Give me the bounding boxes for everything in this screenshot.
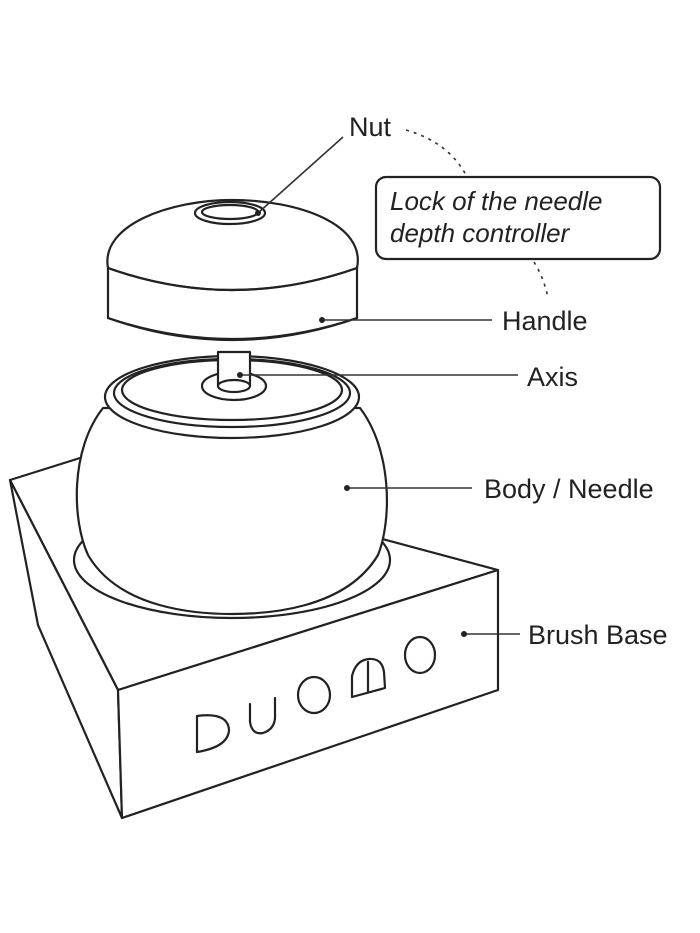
label-handle: Handle: [502, 306, 588, 336]
callout-box: Lock of the needle depth controller: [374, 175, 662, 261]
body-needle: [72, 350, 392, 620]
callout-line-2: depth controller: [390, 218, 571, 248]
handle: [106, 198, 359, 342]
axis: [200, 350, 268, 402]
nut: [193, 200, 267, 226]
label-axis: Axis: [527, 362, 578, 392]
callout-line-1: Lock of the needle: [390, 186, 603, 216]
label-brush-base: Brush Base: [528, 620, 668, 650]
label-body-needle: Body / Needle: [484, 474, 654, 504]
leader-lines: [237, 129, 549, 637]
duomo-logo: [195, 635, 437, 754]
label-nut: Nut: [349, 112, 392, 142]
